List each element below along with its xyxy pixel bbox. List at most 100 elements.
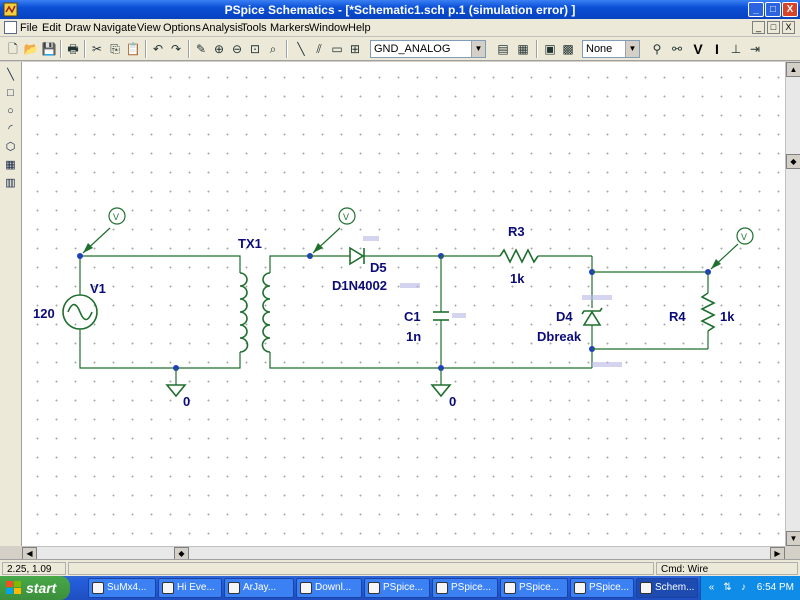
draw-circle-icon[interactable]: ○ (7, 105, 14, 117)
start-button[interactable]: start (0, 576, 70, 600)
show-bias-icon[interactable]: ⚯ (671, 42, 683, 56)
mdi-restore-button[interactable]: □ (767, 21, 780, 34)
wire (80, 255, 241, 273)
scroll-up-icon[interactable]: ▲ (786, 62, 800, 77)
main-toolbar: 🗋 📂 💾 🖶 ✂ ⎘ 📋 ↶ ↷ ✎ ⊕ ⊖ ⊡ ⌕ ╲ ⫽ ▭ ⊞ GND_… (0, 37, 800, 61)
menu-draw[interactable]: Draw (65, 22, 91, 34)
copy-icon[interactable]: ⎘ (110, 42, 120, 56)
v1-value-label: 120 (33, 306, 55, 321)
undo-icon[interactable]: ↶ (152, 42, 164, 56)
simulate-icon[interactable]: ▩ (562, 42, 574, 56)
menu-view[interactable]: View (137, 22, 161, 34)
menu-window[interactable]: Window (309, 22, 349, 34)
taskbar-item[interactable]: SuMx4... (88, 578, 156, 598)
tray-chevron-icon[interactable]: « (708, 582, 715, 593)
text-box-icon[interactable]: ▥ (5, 177, 16, 189)
save-icon[interactable]: 💾 (41, 42, 57, 56)
zoom-area-icon[interactable]: ⊡ (249, 42, 261, 56)
close-button[interactable]: X (782, 2, 798, 17)
scroll-down-icon[interactable]: ▼ (786, 531, 800, 546)
draw-line-icon[interactable]: ╲ (7, 69, 14, 81)
get-part-icon[interactable]: ⊞ (349, 42, 361, 56)
ground-symbol[interactable] (430, 384, 452, 398)
windows-flag-icon (6, 581, 21, 594)
menu-help[interactable]: Help (348, 22, 371, 34)
menu-options[interactable]: Options (163, 22, 201, 34)
edit-attributes-icon[interactable]: ▤ (497, 42, 509, 56)
scroll-thumb[interactable]: ◆ (786, 154, 800, 169)
pspice-app-icon[interactable] (3, 2, 18, 17)
maximize-button[interactable]: □ (765, 2, 781, 17)
d4-zener-symbol[interactable] (582, 310, 602, 326)
draw-polyline-icon[interactable]: ⬡ (5, 141, 16, 153)
paste-icon[interactable]: 📋 (125, 42, 141, 56)
pencil-icon[interactable]: ✎ (195, 42, 207, 56)
menu-tools[interactable]: Tools (241, 22, 267, 34)
bias-current-icon[interactable]: ⇥ (749, 42, 761, 56)
chevron-down-icon[interactable]: ▼ (471, 41, 485, 57)
insert-picture-icon[interactable]: ▦ (5, 159, 16, 171)
menu-edit[interactable]: Edit (42, 22, 61, 34)
draw-rect-icon[interactable]: □ (7, 87, 14, 99)
redo-icon[interactable]: ↷ (170, 42, 182, 56)
voltage-probe-marker[interactable] (736, 227, 754, 245)
clock[interactable]: 6:54 PM (756, 582, 794, 593)
zoom-out-icon[interactable]: ⊖ (231, 42, 243, 56)
print-icon[interactable]: 🖶 (67, 42, 79, 56)
zoom-fit-icon[interactable]: ⌕ (269, 42, 277, 56)
enable-bias-icon[interactable]: ⚲ (652, 42, 662, 56)
command-status: Cmd: Wire (656, 562, 798, 575)
taskbar-item[interactable]: Downl... (296, 578, 362, 598)
probe-arrow-icon (711, 259, 721, 269)
voltage-probe-marker[interactable] (108, 207, 126, 225)
d4-zener-bar (581, 307, 603, 315)
scroll-thumb[interactable]: ◆ (174, 547, 189, 560)
volume-icon[interactable]: ♪ (741, 582, 746, 593)
menu-navigate[interactable]: Navigate (93, 22, 137, 34)
voltage-probe-marker[interactable] (338, 207, 356, 225)
edit-symbol-icon[interactable]: ▦ (517, 42, 529, 56)
d5-diode-symbol[interactable] (349, 246, 365, 266)
voltage-marker-icon[interactable]: V (693, 41, 703, 57)
taskbar-item[interactable]: PSpice... (500, 578, 568, 598)
taskbar-item[interactable]: PSpice... (570, 578, 634, 598)
taskbar-item[interactable]: PSpice... (364, 578, 430, 598)
v1-source-symbol[interactable] (62, 294, 98, 330)
taskbar-item-active[interactable]: Schem... (636, 578, 698, 598)
horizontal-scrollbar[interactable]: ◀ ◆ ▶ (22, 546, 785, 560)
schematic-canvas[interactable]: V V (22, 62, 785, 546)
taskbar-item[interactable]: ArJay... (224, 578, 294, 598)
taskbar-item[interactable]: PSpice... (432, 578, 498, 598)
minimize-button[interactable]: _ (748, 2, 764, 17)
display-combo[interactable]: None ▼ (582, 40, 640, 58)
part-combo[interactable]: GND_ANALOG ▼ (370, 40, 486, 58)
r3-resistor-symbol[interactable] (499, 248, 539, 264)
ground-symbol[interactable] (165, 384, 187, 398)
menu-analysis[interactable]: Analysis (202, 22, 243, 34)
vertical-scrollbar[interactable]: ▲ ◆ ▼ (785, 62, 800, 546)
ground1-label: 0 (183, 394, 190, 409)
bias-voltage-icon[interactable]: ⊥ (730, 42, 742, 56)
draw-arc-icon[interactable]: ◜ (8, 123, 13, 135)
status-message (68, 562, 654, 575)
mdi-minimize-button[interactable]: _ (752, 21, 765, 34)
cut-icon[interactable]: ✂ (91, 42, 103, 56)
r4-resistor-symbol[interactable] (700, 292, 716, 332)
zoom-in-icon[interactable]: ⊕ (213, 42, 225, 56)
current-marker-icon[interactable]: I (715, 41, 719, 57)
menu-bar: File Edit Draw Navigate View Options Ana… (0, 19, 800, 37)
document-icon[interactable] (4, 21, 17, 34)
new-file-icon[interactable]: 🗋 (8, 42, 18, 56)
draw-block-icon[interactable]: ▭ (331, 42, 343, 56)
taskbar-item[interactable]: Hi Eve... (158, 578, 222, 598)
menu-markers[interactable]: Markers (270, 22, 310, 34)
menu-file[interactable]: File (20, 22, 38, 34)
network-icon[interactable]: ⇅ (723, 582, 732, 593)
mdi-close-button[interactable]: X (782, 21, 795, 34)
open-folder-icon[interactable]: 📂 (23, 42, 39, 56)
pspice-icon (504, 582, 516, 594)
setup-analysis-icon[interactable]: ▣ (544, 42, 556, 56)
chevron-down-icon[interactable]: ▼ (625, 41, 639, 57)
draw-wire-icon[interactable]: ╲ (297, 42, 305, 56)
draw-bus-icon[interactable]: ⫽ (316, 42, 322, 56)
